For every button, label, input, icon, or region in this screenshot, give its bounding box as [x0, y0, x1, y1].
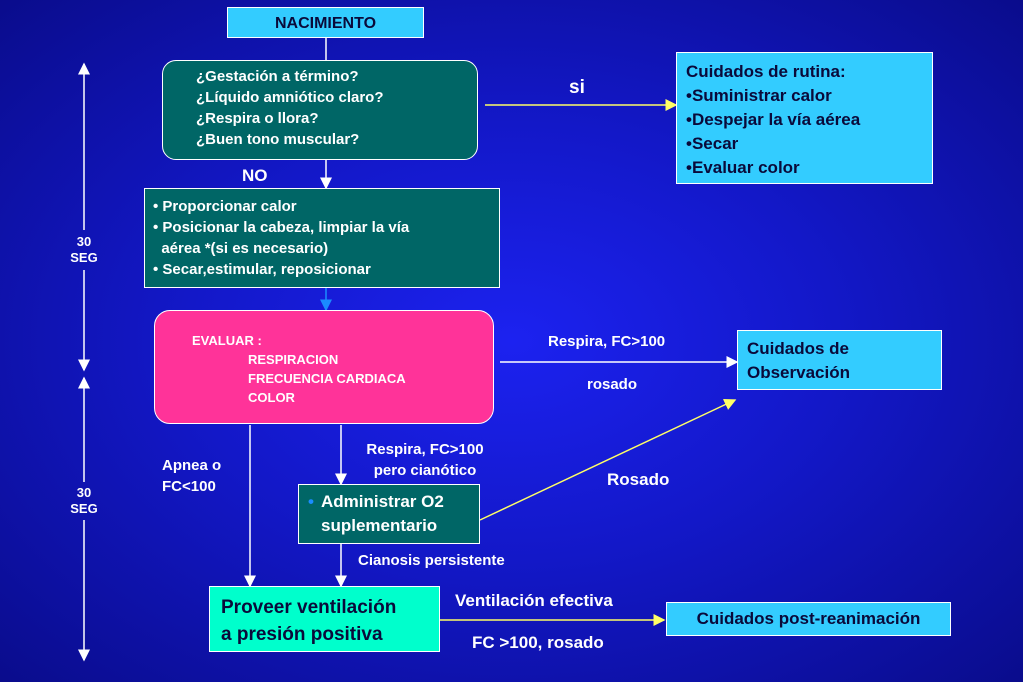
oxygen-bullet: •: [308, 492, 314, 511]
observation-line: Cuidados de: [747, 339, 850, 358]
oxygen-line: suplementario: [321, 516, 438, 535]
evaluate-title: EVALUAR :: [192, 333, 262, 348]
questions-box: ¿Gestación a término? ¿Líquido amniótico…: [162, 60, 478, 160]
post-care-label: Cuidados post-reanimación: [696, 609, 921, 628]
oxygen-box: • Administrar O2 suplementario: [298, 484, 480, 544]
label-respira-cianotico-1: Respira, FC>100: [366, 441, 484, 458]
arrow-rosado: [479, 399, 737, 521]
initial-steps-box: • Proporcionar calor • Posicionar la cab…: [144, 188, 500, 288]
label-si: si: [569, 77, 585, 98]
ventilation-line: a presión positiva: [221, 624, 383, 645]
observation-box: Cuidados de Observación: [737, 330, 942, 390]
label-apnea-1: Apnea o: [162, 457, 222, 474]
timeline-bottom-number: 30: [76, 485, 92, 500]
observation-line: Observación: [747, 363, 850, 382]
timeline-bottom-unit: SEG: [70, 501, 98, 516]
question-line: ¿Líquido amniótico claro?: [196, 89, 384, 106]
initial-step: • Secar,estimular, reposicionar: [153, 261, 371, 278]
timeline-top-number: 30: [76, 234, 92, 249]
label-respira-cianotico-2: pero cianótico: [373, 462, 477, 479]
initial-step: • Proporcionar calor: [153, 198, 297, 215]
initial-step: aérea *(si es necesario): [153, 240, 329, 257]
ventilation-box: Proveer ventilación a presión positiva: [209, 586, 440, 652]
question-line: ¿Gestación a término?: [196, 68, 359, 85]
label-apnea-2: FC<100: [162, 478, 216, 495]
label-rosado: rosado: [587, 376, 638, 393]
oxygen-line: Administrar O2: [321, 492, 444, 511]
label-fc-rosado: FC >100, rosado: [472, 633, 604, 652]
routine-care-box: Cuidados de rutina: •Suministrar calor •…: [676, 52, 933, 184]
start-label: NACIMIENTO: [274, 15, 377, 32]
routine-care-item: •Evaluar color: [686, 158, 800, 177]
timeline-top-unit: SEG: [70, 250, 98, 265]
question-line: ¿Respira o llora?: [196, 110, 319, 127]
label-rosado-cap: Rosado: [607, 470, 670, 489]
routine-care-item: •Despejar la vía aérea: [686, 110, 861, 129]
evaluate-item: FRECUENCIA CARDIACA: [248, 371, 406, 386]
initial-step: • Posicionar la cabeza, limpiar la vía: [153, 219, 410, 236]
routine-care-item: •Suministrar calor: [686, 86, 832, 105]
question-line: ¿Buen tono muscular?: [196, 131, 360, 148]
start-box: NACIMIENTO: [227, 7, 424, 38]
post-care-box: Cuidados post-reanimación: [666, 602, 951, 636]
evaluate-box: EVALUAR : RESPIRACION FRECUENCIA CARDIAC…: [154, 310, 494, 424]
timeline-label-top: 30 SEG: [62, 234, 106, 266]
routine-care-item: •Secar: [686, 134, 739, 153]
label-vent-efectiva: Ventilación efectiva: [455, 591, 613, 610]
label-apnea: Apnea o FC<100: [162, 455, 221, 497]
routine-care-title: Cuidados de rutina:: [686, 62, 846, 81]
label-cianosis: Cianosis persistente: [358, 552, 505, 569]
label-no: NO: [242, 166, 268, 185]
label-respira-cianotico: Respira, FC>100 pero cianótico: [345, 439, 505, 481]
evaluate-item: RESPIRACION: [248, 352, 339, 367]
ventilation-line: Proveer ventilación: [221, 597, 397, 618]
evaluate-item: COLOR: [248, 390, 295, 405]
label-respira-fc: Respira, FC>100: [548, 333, 666, 350]
timeline-label-bottom: 30 SEG: [62, 485, 106, 517]
